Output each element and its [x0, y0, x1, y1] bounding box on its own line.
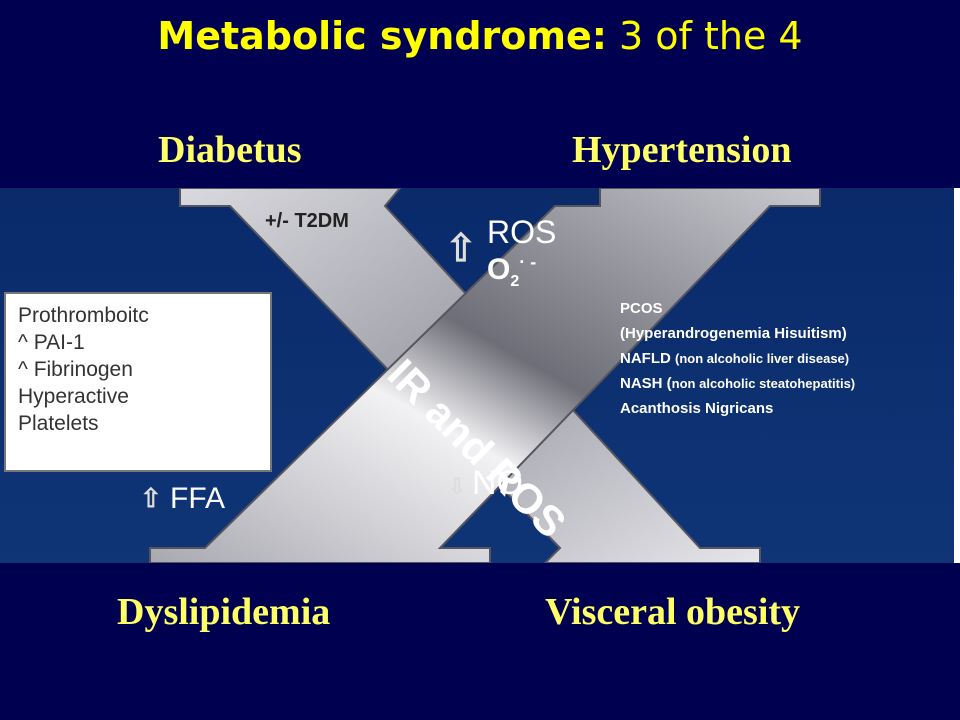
- corner-label-diabetus: Diabetus: [158, 129, 302, 171]
- panel-edge: [954, 188, 960, 563]
- x-diagram: [0, 188, 960, 563]
- ffa-arrow-icon: ⇧: [140, 483, 162, 513]
- corner-label-visceral-obesity: Visceral obesity: [545, 591, 801, 633]
- title-main: Metabolic syndrome:: [157, 14, 607, 58]
- corner-label-hypertension: Hypertension: [572, 129, 792, 171]
- right-list-item: Acanthosis Nigricans: [620, 400, 774, 417]
- ros-label: ROS: [487, 214, 557, 250]
- diagram-panel: +/- T2DM ⇧ ROS O2· - IR and ROS ⇩ NO ⇧ F…: [0, 188, 960, 563]
- o2-label: O2· -: [487, 252, 537, 290]
- big-x-shape: [149, 188, 821, 563]
- box-line: Prothromboitc: [18, 304, 149, 327]
- box-line: ^ Fibrinogen: [18, 358, 133, 381]
- slide-title: Metabolic syndrome: 3 of the 4: [0, 14, 960, 58]
- corner-label-dyslipidemia: Dyslipidemia: [117, 591, 331, 633]
- right-list-item: PCOS: [620, 300, 663, 317]
- title-sub: 3 of the 4: [606, 14, 803, 58]
- prothrombotic-box: Prothromboitc ^ PAI-1 ^ Fibrinogen Hyper…: [4, 292, 272, 472]
- box-line: ^ PAI-1: [18, 331, 85, 354]
- no-label: NO: [472, 464, 523, 502]
- ffa-label: FFA: [170, 482, 226, 515]
- right-list-item: (Hyperandrogenemia Hisuitism): [620, 325, 847, 342]
- up-arrow-icon: ⇧: [445, 228, 477, 270]
- box-line: Platelets: [18, 412, 99, 435]
- right-list-item: NASH (non alcoholic steatohepatitis): [620, 375, 856, 392]
- down-arrow-icon: ⇩: [448, 474, 467, 499]
- t2dm-label: +/- T2DM: [265, 210, 349, 232]
- box-line: Hyperactive: [18, 385, 129, 408]
- right-list-item: NAFLD (non alcoholic liver disease): [620, 350, 850, 367]
